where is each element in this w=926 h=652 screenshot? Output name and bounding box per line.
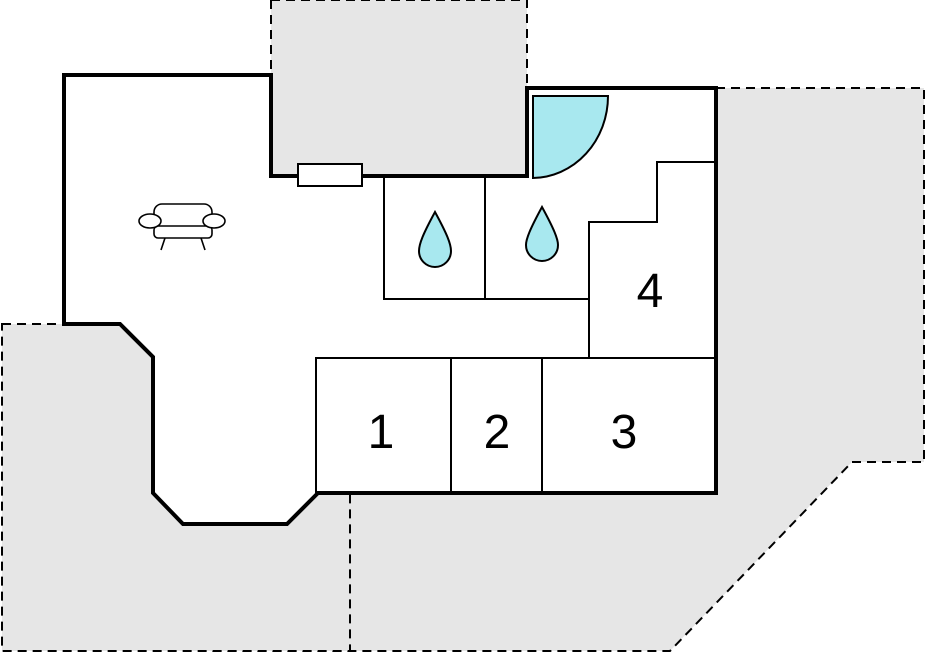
bathroom-walls xyxy=(383,176,589,300)
bedroom-walls xyxy=(315,357,716,493)
sofa-icon xyxy=(138,203,226,251)
radiator-icon xyxy=(297,163,363,187)
water-drop-icon xyxy=(417,209,453,268)
room-label-4: 4 xyxy=(637,265,664,318)
water-drop-icon xyxy=(524,204,560,262)
terrace-top xyxy=(270,0,528,177)
terrace-right xyxy=(199,87,925,652)
room-label-3: 3 xyxy=(611,406,638,459)
room-4-walls xyxy=(588,161,716,358)
room-label-1: 1 xyxy=(368,406,395,459)
room-label-2: 2 xyxy=(484,406,511,459)
door-swing-icon xyxy=(532,95,610,180)
